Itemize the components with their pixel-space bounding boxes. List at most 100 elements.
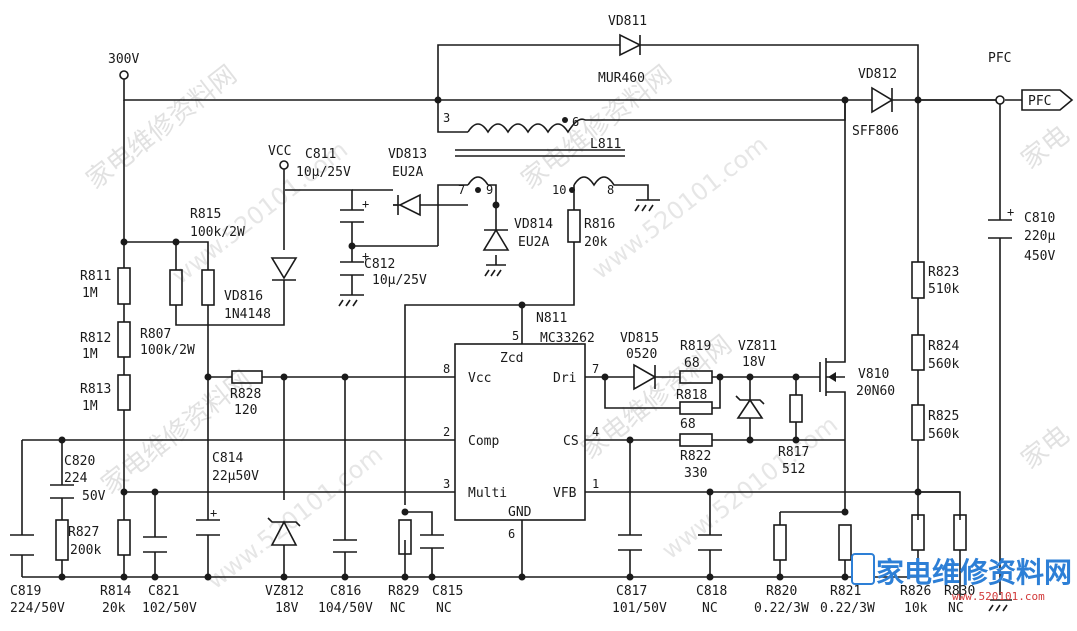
zcd-winding xyxy=(573,176,620,187)
c817-ref: C817 xyxy=(616,584,647,599)
c820 xyxy=(50,484,74,499)
r819-value: 68 xyxy=(684,356,700,371)
r812-value: 1M xyxy=(82,347,98,362)
r822-value: 330 xyxy=(684,466,707,481)
site-logo: 家电维修资料网 www.520101.com xyxy=(851,553,1072,603)
r825 xyxy=(911,404,925,441)
node-300v: 300V xyxy=(108,52,139,80)
ic-pinnum-3: 3 xyxy=(443,477,450,491)
vz812-value: 18V xyxy=(275,601,299,616)
zener-vz812: VZ812 18V xyxy=(265,517,304,616)
c817 xyxy=(618,534,642,551)
mosfet-v810: V810 20N60 xyxy=(819,352,895,400)
ic-pinnum-2: 2 xyxy=(443,425,450,439)
r830 xyxy=(953,514,967,551)
c810-value: 220µ xyxy=(1024,229,1055,244)
r820-ref: R820 xyxy=(766,584,797,599)
vd814-value: EU2A xyxy=(518,235,549,250)
ic-pin-zcd: Zcd xyxy=(500,351,523,366)
c819 xyxy=(10,534,34,556)
r827-value: 200k xyxy=(70,543,101,558)
watermark-cn-5: 家电 xyxy=(1016,120,1075,176)
c820-ref: C820 xyxy=(64,454,95,469)
ic-pin-gnd: GND xyxy=(508,505,532,520)
c819-value: 224/50V xyxy=(10,601,65,616)
r817-ref: R817 xyxy=(778,445,809,460)
c816-ref: C816 xyxy=(330,584,361,599)
r827-ref: R827 xyxy=(68,525,99,540)
transformer-l811: 3 6 7 9 10 8 L811 xyxy=(443,111,625,197)
c812-value: 10µ/25V xyxy=(372,273,427,288)
watermark-layer: 家电维修资料网 www.520101.com 家电维修资料网 www.52010… xyxy=(81,60,1075,595)
r814-value: 20k xyxy=(102,601,126,616)
ic-pin-multi: Multi xyxy=(468,486,507,501)
r820-value: 0.22/3W xyxy=(754,601,809,616)
pin-6: 6 xyxy=(572,115,579,129)
r817 xyxy=(789,394,803,423)
c810 xyxy=(988,219,1012,239)
capacitors: + + + + xyxy=(10,197,1014,556)
ground-icon xyxy=(634,199,660,212)
vz811-ref: VZ811 xyxy=(738,339,777,354)
node-pfc: PFC PFC xyxy=(988,51,1074,111)
r816-value: 20k xyxy=(584,235,608,250)
c818-value: NC xyxy=(702,601,718,616)
vd811-value: MUR460 xyxy=(598,71,645,86)
r823-ref: R823 xyxy=(928,265,959,280)
watermark-cn-1: 家电维修资料网 xyxy=(81,60,243,196)
r815-ref: R815 xyxy=(190,207,221,222)
ground-icon xyxy=(338,294,364,307)
vd813-ref: VD813 xyxy=(388,147,427,162)
ic-pin-comp: Comp xyxy=(468,434,499,449)
vd812-ref: VD812 xyxy=(858,67,897,82)
r820 xyxy=(773,524,787,561)
pin-8: 8 xyxy=(607,183,614,197)
transformer-core xyxy=(455,149,625,157)
r828-ref: R828 xyxy=(230,387,261,402)
r815-value: 100k/2W xyxy=(190,225,245,240)
component-labels: C811 10µ/25V C812 10µ/25V C810 220µ 450V… xyxy=(10,147,1055,616)
c817-value: 101/50V xyxy=(612,601,667,616)
c814-ref: C814 xyxy=(212,451,243,466)
r816-ref: R816 xyxy=(584,217,615,232)
c820-voltage: 50V xyxy=(82,489,106,504)
ground-icon xyxy=(988,599,1012,612)
l811-ref: L811 xyxy=(590,137,621,152)
r807 xyxy=(169,269,183,306)
ic-body xyxy=(454,343,586,521)
r822 xyxy=(679,433,713,447)
vz812-ref: VZ812 xyxy=(265,584,304,599)
r826-ref: R826 xyxy=(900,584,931,599)
pfc-flag-icon xyxy=(1005,89,1074,111)
c816 xyxy=(333,539,357,553)
svg-text:+: + xyxy=(362,197,369,211)
ic-pinnum-8: 8 xyxy=(443,362,450,376)
r811-ref: R811 xyxy=(80,269,111,284)
r822-ref: R822 xyxy=(680,449,711,464)
logo-text: 家电维修资料网 xyxy=(876,556,1072,589)
vd814-ref: VD814 xyxy=(514,217,553,232)
r814-ref: R814 xyxy=(100,584,131,599)
c819-ref: C819 xyxy=(10,584,41,599)
pin-10: 10 xyxy=(552,183,566,197)
pfc-flag-label: PFC xyxy=(1028,94,1051,109)
r811 xyxy=(117,267,131,305)
diode-vd816: VD816 1N4148 xyxy=(224,257,298,322)
r823 xyxy=(911,261,925,299)
vd816-ref: VD816 xyxy=(224,289,263,304)
c821-value: 102/50V xyxy=(142,601,197,616)
diode-vd811: VD811 MUR460 xyxy=(598,14,647,86)
vd815-ref: VD815 xyxy=(620,331,659,346)
r807-value: 100k/2W xyxy=(140,343,195,358)
r826 xyxy=(911,514,925,551)
ic-pinnum-6: 6 xyxy=(508,527,515,541)
r825-ref: R825 xyxy=(928,409,959,424)
r819-ref: R819 xyxy=(680,339,711,354)
r815 xyxy=(201,269,215,306)
watermark-cn-6: 家电 xyxy=(1016,420,1075,476)
pin-3: 3 xyxy=(443,111,450,125)
node-pfc-label: PFC xyxy=(988,51,1011,66)
ic-pinnum-4: 4 xyxy=(592,425,599,439)
c812 xyxy=(340,261,364,276)
